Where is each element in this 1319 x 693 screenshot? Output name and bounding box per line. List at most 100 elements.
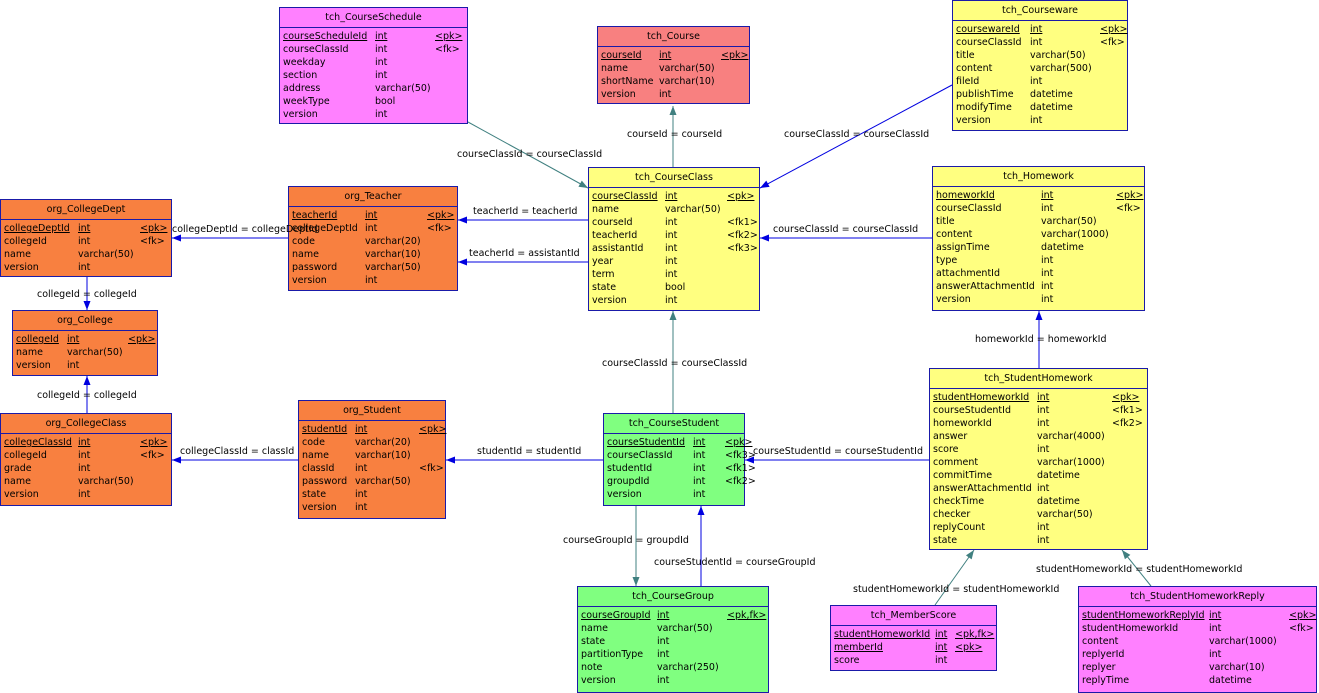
field-type: int (1041, 281, 1054, 292)
field-name: courseStudentId (933, 405, 1011, 416)
relation-line-r_schedule_class (467, 121, 589, 189)
arrowhead-icon (1035, 311, 1043, 320)
field-name: courseGroupId (581, 610, 651, 621)
field-type: int (659, 89, 672, 100)
field-key (435, 108, 464, 121)
field-key (1100, 75, 1124, 88)
field-name: studentHomeworkReplyId (1082, 610, 1205, 621)
field-type: int (78, 236, 91, 247)
field-type: int (355, 463, 368, 474)
table-title: tch_StudentHomework (930, 369, 1147, 389)
field-name: password (292, 262, 338, 273)
field-key (419, 436, 442, 449)
field-type: varchar(50) (657, 623, 713, 634)
field-type: int (1037, 483, 1050, 494)
field-key (1112, 521, 1144, 534)
field-type: int (365, 210, 378, 221)
field-type: varchar(500) (1030, 63, 1092, 74)
field-type: int (657, 610, 670, 621)
arrowhead-icon (760, 234, 769, 242)
field-name: partitionType (581, 649, 644, 660)
field-key (1289, 648, 1313, 661)
field-key: <fk2> (727, 230, 758, 241)
field-type: varchar(50) (665, 204, 721, 215)
field-key (435, 69, 464, 82)
field-type: int (1209, 623, 1222, 634)
field-type: int (1037, 392, 1050, 403)
field-type: varchar(50) (67, 347, 123, 358)
field-key (140, 248, 168, 261)
field-key (1112, 469, 1144, 482)
field-name: publishTime (956, 89, 1014, 100)
field-name: collegeId (16, 334, 59, 345)
field-name: groupdId (607, 476, 650, 487)
field-name: homeworkId (933, 418, 992, 429)
relation-label: teacherId = assistantId (469, 248, 580, 259)
field-type: int (1037, 444, 1050, 455)
field-name: type (936, 255, 958, 266)
field-type: int (665, 256, 678, 267)
field-name: memberId (834, 642, 883, 653)
field-name: state (933, 535, 958, 546)
field-name: state (302, 489, 327, 500)
field-name: name (592, 204, 619, 215)
field-name: shortName (601, 76, 654, 87)
field-name: version (283, 109, 318, 120)
field-key: <fk> (427, 223, 452, 234)
field-key (1112, 443, 1144, 456)
field-name: weekType (283, 96, 330, 107)
field-name: version (16, 360, 51, 371)
field-type: int (365, 275, 378, 286)
relation-label: courseId = courseId (627, 129, 723, 140)
field-key (1112, 456, 1144, 469)
field-name: comment (933, 457, 979, 468)
field-key (1112, 482, 1144, 495)
relation-label: courseClassId = courseClassId (602, 358, 748, 369)
field-name: name (4, 249, 31, 260)
field-key: <fk2> (1112, 418, 1143, 429)
field-name: score (933, 444, 959, 455)
relation-label: courseGroupId = groupdId (563, 535, 689, 546)
field-type: int (375, 109, 388, 120)
field-name: courseClassId (607, 450, 673, 461)
relation-label: teacherId = teacherId (473, 206, 578, 217)
field-type: int (78, 437, 91, 448)
field-key (1112, 495, 1144, 508)
relation-line-r_member_shw (934, 549, 975, 606)
field-name: replyer (1082, 662, 1116, 673)
field-key (1100, 101, 1124, 114)
field-key (140, 488, 168, 501)
field-row: score int (933, 443, 1144, 456)
